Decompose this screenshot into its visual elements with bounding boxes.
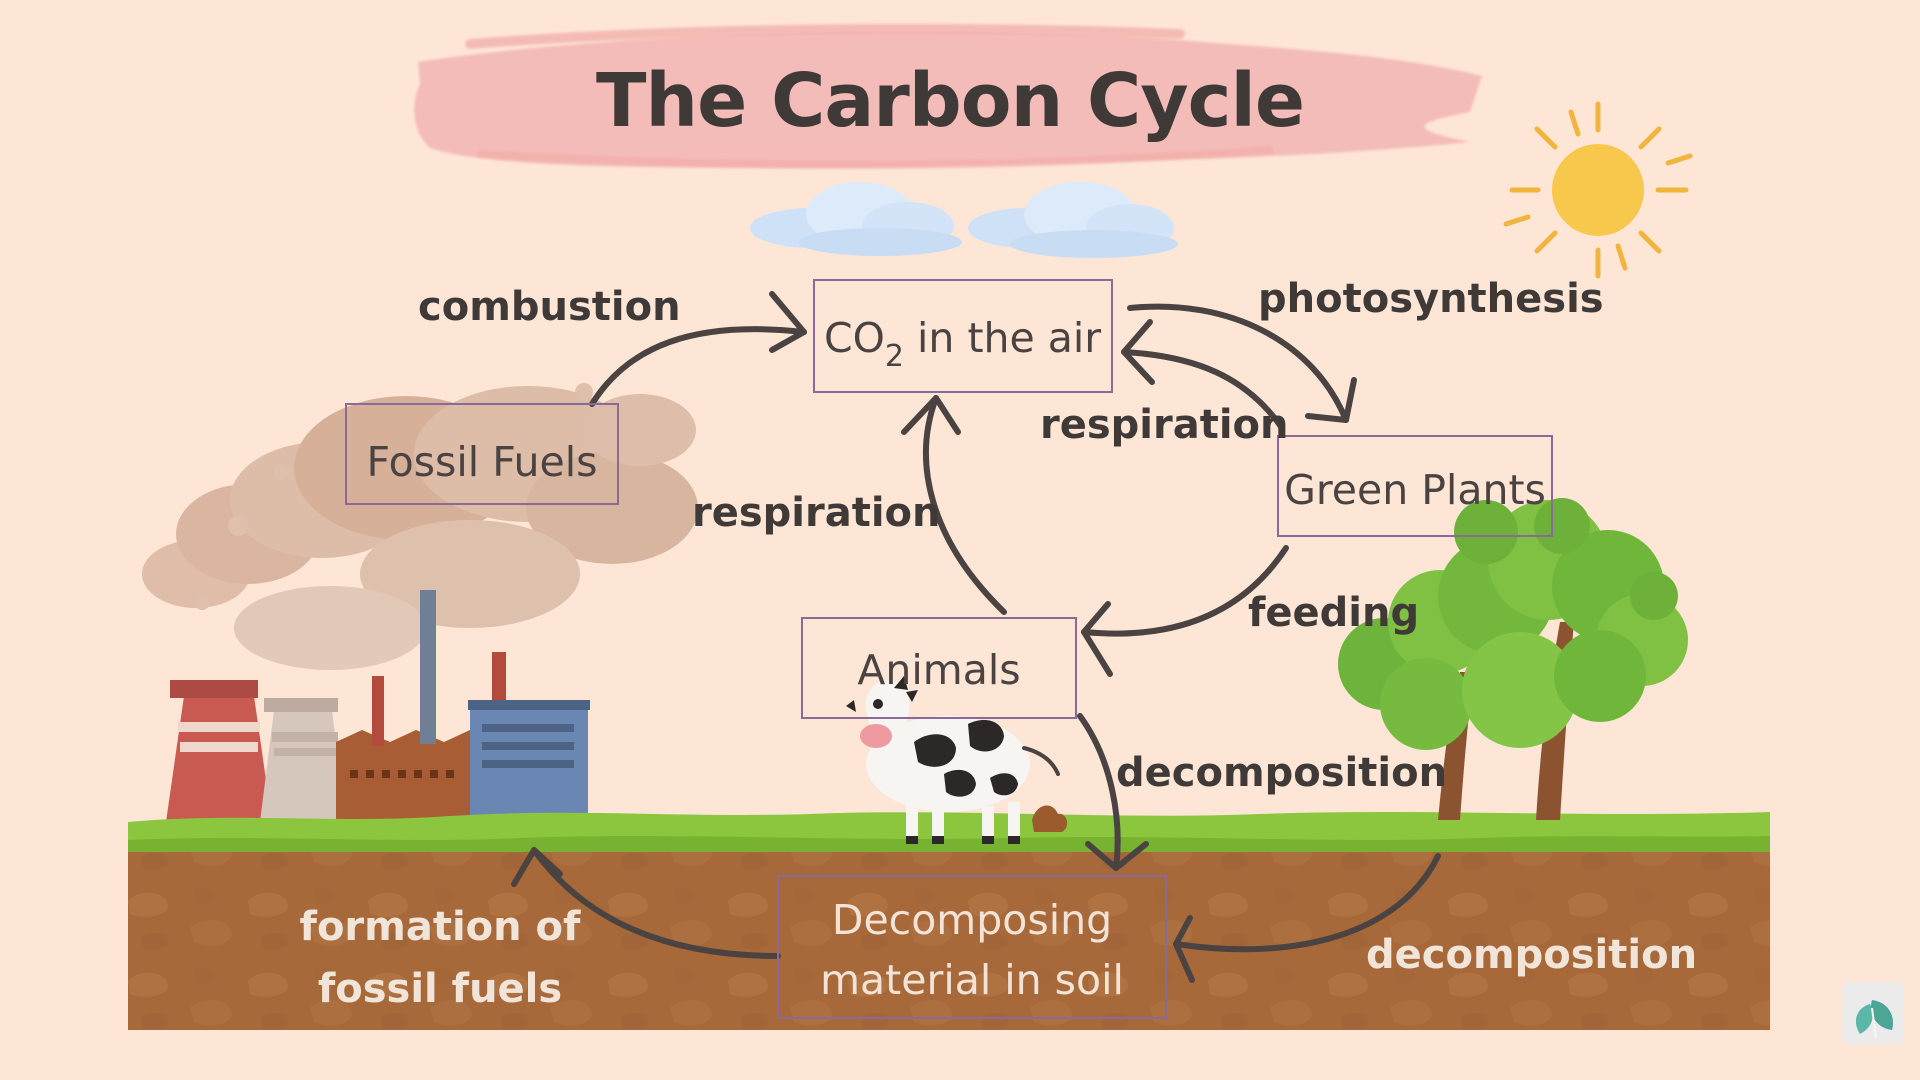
- cloud-icon: [750, 182, 962, 256]
- decomposition-plants-label: decomposition: [1366, 932, 1697, 978]
- fossil-fuels-box: [345, 403, 619, 505]
- formation-line1-label: formation of: [300, 904, 581, 950]
- decomposition-plants-arrow: [1173, 853, 1441, 983]
- co2-suffix: in the air: [904, 314, 1101, 362]
- animals-label: Animals: [857, 646, 1020, 694]
- formation-fossil-fuels-arrow: [511, 847, 781, 959]
- leaf-logo-icon: [1842, 982, 1904, 1044]
- animals-box: [801, 617, 1077, 719]
- title-banner: [414, 23, 1482, 169]
- photosynthesis-arrow: [1127, 303, 1357, 423]
- soil-material-line1: Decomposing: [832, 896, 1112, 944]
- formation-line2-label: fossil fuels: [318, 966, 562, 1012]
- diagram-title: The Carbon Cycle: [596, 58, 1304, 144]
- soil-material-box: [777, 875, 1167, 1019]
- combustion-label: combustion: [418, 284, 681, 330]
- tree-icon: [1338, 498, 1688, 820]
- green-plants-box: [1277, 435, 1553, 537]
- combustion-arrow: [589, 291, 807, 407]
- co2-box: [813, 279, 1113, 393]
- grass-layer: [128, 812, 1770, 852]
- photosynthesis-label: photosynthesis: [1258, 276, 1604, 322]
- soil-material-line2: material in soil: [820, 956, 1124, 1004]
- feeding-label: feeding: [1248, 590, 1419, 636]
- soil-layer: [128, 842, 1770, 1030]
- smoke-cloud: [142, 383, 698, 670]
- decomposition-animals-arrow: [1077, 713, 1149, 871]
- co2-prefix: CO: [824, 314, 885, 362]
- co2-label: CO2 in the air: [824, 314, 1101, 374]
- respiration-plants-label: respiration: [1040, 402, 1289, 448]
- factory-icon: [166, 590, 590, 822]
- respiration-animals-label: respiration: [692, 490, 941, 536]
- respiration-animals-arrow: [901, 395, 1007, 615]
- fossil-fuels-label: Fossil Fuels: [366, 438, 597, 486]
- co2-subscript: 2: [885, 339, 904, 374]
- sun-icon: [1503, 101, 1693, 279]
- cloud-icon: [968, 182, 1178, 258]
- decomposition-animals-label: decomposition: [1116, 750, 1447, 796]
- green-plants-label: Green Plants: [1284, 466, 1546, 514]
- feeding-arrow: [1081, 545, 1289, 677]
- cow-icon: [846, 676, 1068, 844]
- respiration-plants-arrow: [1121, 319, 1285, 431]
